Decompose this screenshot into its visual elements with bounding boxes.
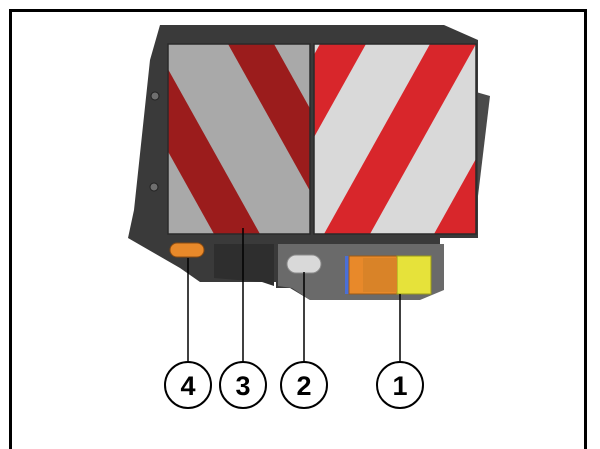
right-plate-edge bbox=[313, 43, 477, 235]
mounting-screw bbox=[149, 182, 159, 192]
callout-circle-4 bbox=[164, 361, 212, 409]
left-plate-edge bbox=[167, 43, 311, 235]
callout-number-1: 1 bbox=[392, 371, 407, 401]
callout-number-4: 4 bbox=[180, 371, 195, 401]
right-warning-plate bbox=[314, 44, 476, 234]
warning-plate-assembly-diagram: 4 3 2 1 bbox=[128, 25, 490, 409]
housing-notch bbox=[214, 244, 274, 286]
left-warning-plate bbox=[168, 44, 310, 234]
white-position-lamp bbox=[286, 254, 322, 274]
amber-side-marker-lamp bbox=[169, 242, 205, 258]
mounting-screw bbox=[150, 91, 160, 101]
callout-number-2: 2 bbox=[296, 371, 311, 401]
callout-circle-1 bbox=[376, 361, 424, 409]
callout-circle-2 bbox=[280, 361, 328, 409]
callout-circle-3 bbox=[219, 361, 267, 409]
combination-tail-lamp bbox=[345, 255, 432, 295]
callout-number-3: 3 bbox=[235, 371, 250, 401]
